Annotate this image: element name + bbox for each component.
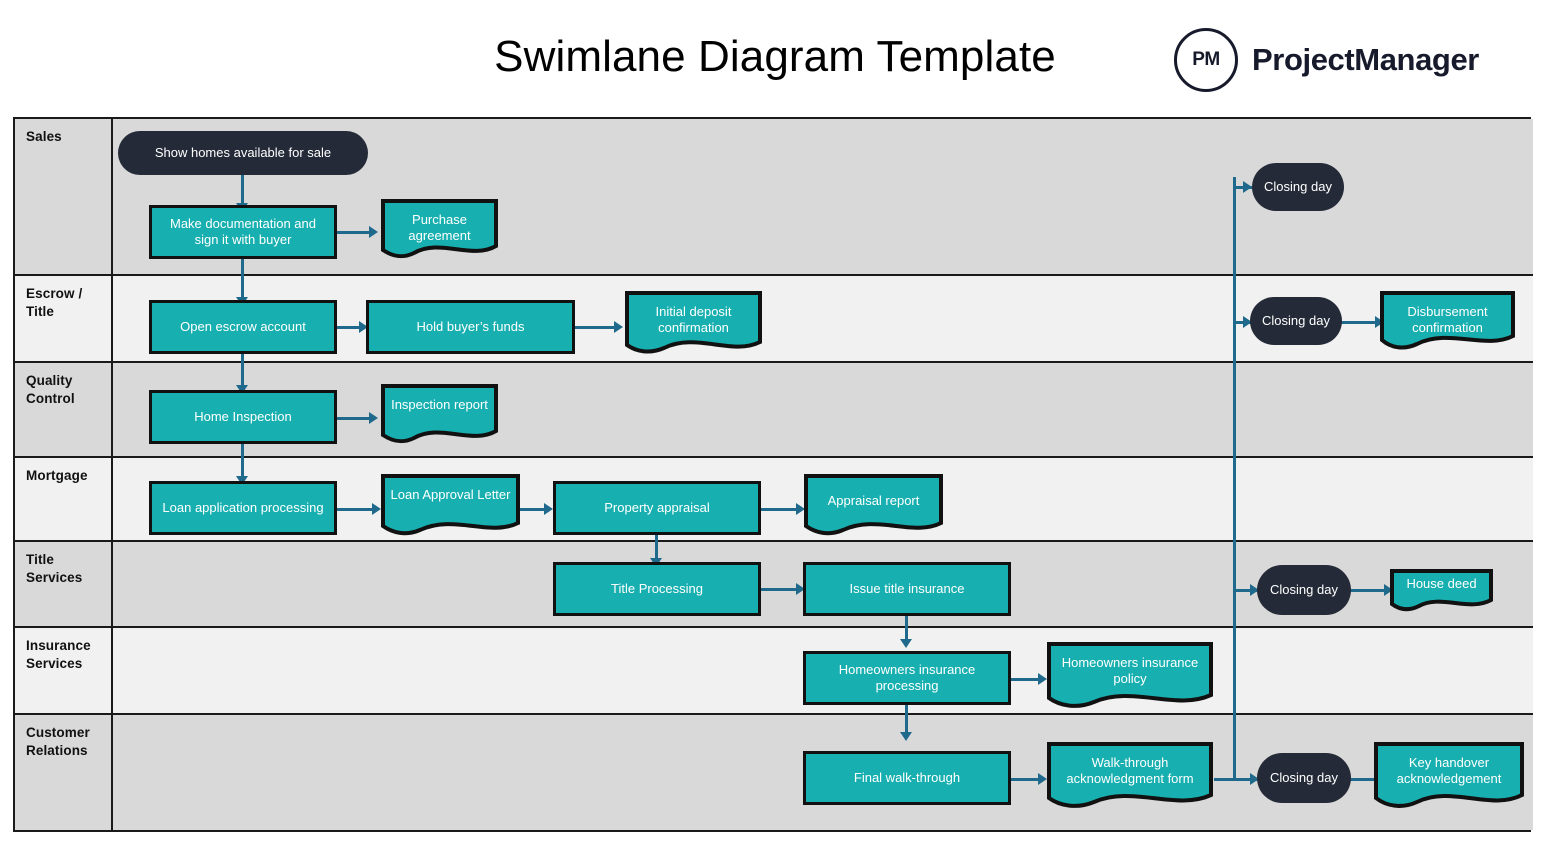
lane-label-mortgage: Mortgage (15, 458, 113, 540)
connector-closing-day-trunk (1233, 177, 1236, 779)
arrowhead-property-appraisal (544, 503, 553, 515)
node-purchase-agreement[interactable]: Purchase agreement (380, 198, 499, 262)
arrowhead-final-walkthrough (900, 732, 912, 741)
brand-name: ProjectManager (1252, 42, 1479, 77)
arrowhead-loan-approval-letter (372, 503, 381, 515)
connector-documentation-to-purchase-agreement (336, 231, 371, 234)
arrowhead-closing-day-customer (1250, 773, 1259, 785)
node-open-escrow-account[interactable]: Open escrow account (149, 300, 337, 354)
connector-trunk-to-closing-day-customer (1233, 778, 1257, 781)
node-property-appraisal[interactable]: Property appraisal (553, 481, 761, 535)
page-title: Swimlane Diagram Template (494, 32, 1056, 81)
connector-documentation-to-open-escrow (241, 258, 244, 300)
lane-label-customer-relations: Customer Relations (15, 715, 113, 830)
lane-label-title-services: Title Services (15, 542, 113, 626)
node-hold-buyers-funds[interactable]: Hold buyer’s funds (366, 300, 575, 354)
arrowhead-homeowners-policy (1038, 673, 1047, 685)
connector-closing-day-to-house-deed (1350, 589, 1386, 592)
node-appraisal-report[interactable]: Appraisal report (803, 473, 944, 539)
arrowhead-inspection-report (369, 412, 378, 424)
arrowhead-walkthrough-form (1038, 773, 1047, 785)
node-house-deed[interactable]: House deed (1389, 568, 1494, 614)
node-walkthrough-form-label: Walk-through acknowledgment form (1066, 755, 1194, 787)
connector-loan-approval-letter-to-property-appraisal (520, 508, 546, 511)
node-final-walkthrough[interactable]: Final walk-through (803, 751, 1011, 805)
connector-property-appraisal-to-appraisal-report (760, 508, 798, 511)
brand-logo: PM ProjectManager (1174, 28, 1479, 92)
node-walkthrough-acknowledgment-form[interactable]: Walk-through acknowledgment form (1046, 741, 1214, 813)
node-key-handover-label: Key handover acknowledgement (1396, 755, 1502, 787)
connector-hold-funds-to-initial-deposit (574, 326, 616, 329)
connector-open-escrow-to-home-inspection (241, 353, 244, 388)
node-homeowners-policy-label: Homeowners insurance policy (1061, 655, 1199, 687)
node-inspection-report-label: Inspection report (391, 397, 488, 412)
arrowhead-house-deed (1384, 584, 1393, 596)
connector-loan-application-to-loan-approval-letter (336, 508, 374, 511)
connector-home-inspection-to-inspection-report (336, 417, 371, 420)
lane-label-escrow-title: Escrow / Title (15, 276, 113, 361)
node-initial-deposit-confirmation[interactable]: Initial deposit confirmation (624, 290, 763, 358)
arrowhead-closing-day-sales (1243, 181, 1252, 193)
connector-walkthrough-form-to-trunk (1214, 778, 1236, 781)
arrowhead-appraisal-report (796, 503, 805, 515)
node-loan-application-processing[interactable]: Loan application processing (149, 481, 337, 535)
node-loan-approval-letter-label: Loan Approval Letter (390, 487, 511, 502)
connector-show-homes-to-documentation (241, 175, 244, 205)
node-title-processing[interactable]: Title Processing (553, 562, 761, 616)
connector-trunk-to-closing-day-title (1233, 589, 1257, 592)
connector-property-appraisal-to-title-processing (655, 535, 658, 561)
lane-label-insurance-services: Insurance Services (15, 628, 113, 713)
node-closing-day-sales[interactable]: Closing day (1252, 163, 1344, 211)
connector-closing-day-to-disbursement (1341, 321, 1377, 324)
connector-trunk-to-closing-day-sales (1233, 186, 1252, 189)
arrowhead-homeowners-processing (900, 639, 912, 648)
connector-final-walkthrough-to-walkthrough-form (1010, 778, 1040, 781)
node-homeowners-insurance-policy[interactable]: Homeowners insurance policy (1046, 641, 1214, 713)
arrowhead-disbursement (1375, 316, 1384, 328)
node-show-homes-available[interactable]: Show homes available for sale (118, 131, 368, 175)
connector-closing-day-to-key-handover (1350, 778, 1386, 781)
node-house-deed-label: House deed (1406, 576, 1477, 591)
connector-home-inspection-to-loan-application (241, 444, 244, 478)
connector-homeowners-processing-to-final-walkthrough (905, 705, 908, 735)
node-initial-deposit-label: Initial deposit confirmation (655, 304, 732, 336)
arrowhead-hold-funds (359, 321, 368, 333)
node-key-handover-acknowledgement[interactable]: Key handover acknowledgement (1373, 741, 1525, 813)
arrowhead-home-inspection (236, 385, 248, 394)
lane-label-quality-control: Quality Control (15, 363, 113, 456)
node-issue-title-insurance[interactable]: Issue title insurance (803, 562, 1011, 616)
node-appraisal-report-label: Appraisal report (827, 493, 920, 508)
arrowhead-closing-day-escrow (1243, 316, 1252, 328)
arrowhead-closing-day-title (1250, 584, 1259, 596)
node-closing-day-escrow[interactable]: Closing day (1250, 297, 1342, 345)
node-make-documentation[interactable]: Make documentation and sign it with buye… (149, 205, 337, 259)
node-loan-approval-letter[interactable]: Loan Approval Letter (380, 473, 521, 539)
lane-label-sales: Sales (15, 119, 113, 274)
lane-insurance-services: Insurance Services (15, 628, 1533, 715)
node-home-inspection[interactable]: Home Inspection (149, 390, 337, 444)
connector-title-processing-to-issue-title-insurance (760, 588, 798, 591)
arrowhead-purchase-agreement (369, 226, 378, 238)
node-homeowners-insurance-processing[interactable]: Homeowners insurance processing (803, 651, 1011, 705)
connector-homeowners-processing-to-homeowners-policy (1010, 678, 1040, 681)
arrowhead-issue-title-insurance (796, 583, 805, 595)
page-header: Swimlane Diagram Template PM ProjectMana… (0, 0, 1544, 112)
node-closing-day-customer[interactable]: Closing day (1257, 753, 1351, 803)
connector-issue-title-insurance-to-homeowners-processing (905, 615, 908, 642)
node-inspection-report[interactable]: Inspection report (380, 383, 499, 447)
node-disbursement-confirmation[interactable]: Disbursement confirmation (1379, 290, 1516, 352)
arrowhead-initial-deposit (614, 321, 623, 333)
arrowhead-loan-application (236, 476, 248, 485)
node-purchase-agreement-label: Purchase agreement (408, 212, 471, 244)
pm-circle-icon: PM (1174, 28, 1238, 92)
node-disbursement-label: Disbursement confirmation (1407, 304, 1488, 336)
node-closing-day-title[interactable]: Closing day (1257, 565, 1351, 615)
connector-trunk-to-closing-day-escrow (1233, 321, 1252, 324)
connector-open-escrow-to-hold-funds (336, 326, 361, 329)
